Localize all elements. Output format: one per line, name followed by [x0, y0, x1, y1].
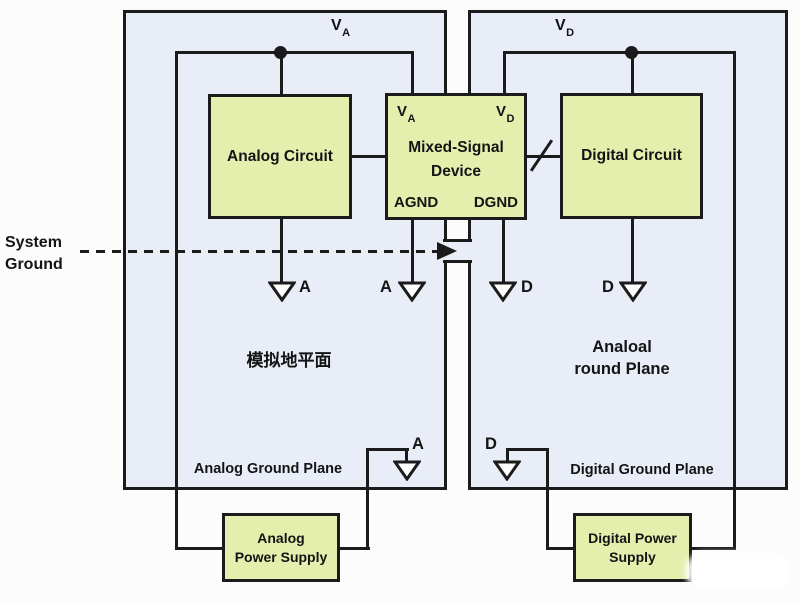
ground-ref-d: D: [521, 278, 533, 296]
analog-plane-center-label: 模拟地平面: [246, 351, 332, 370]
ground-ref-a: A: [380, 278, 392, 296]
wire-vd-to-device: [503, 51, 506, 96]
wire-digital-circuit-ground: [631, 219, 634, 282]
wire-vd-to-digital-circuit: [631, 51, 634, 96]
analog-power-supply-label: Analog Power Supply: [234, 529, 328, 565]
wire-digital-supply-ground-horizontal: [506, 448, 549, 451]
system-ground-label: System Ground: [5, 234, 63, 273]
ground-ref-a: A: [299, 278, 311, 296]
device-va-pin-label: VA: [397, 103, 416, 125]
wire-digital-supply-right: [690, 547, 736, 550]
device-vd-pin-label: VD: [496, 103, 515, 125]
device-name-label: Mixed-Signal Device: [408, 138, 504, 180]
ground-symbol-icon: [267, 281, 297, 303]
analog-plane-bottom-label: Analog Ground Plane: [193, 461, 343, 477]
wire-analog-supply-ground-stub: [405, 448, 408, 462]
system-ground-dashed-line: [80, 250, 437, 253]
system-ground-arrow-icon: [437, 242, 457, 260]
wire-analog-supply-right: [340, 547, 370, 550]
ground-ref-d: D: [602, 278, 614, 296]
wire-vd-rail: [503, 51, 736, 54]
analog-circuit-box: Analog Circuit: [208, 94, 352, 219]
digital-power-supply-box: Digital Power Supply: [573, 513, 692, 582]
digital-plane-bottom-label: Digital Ground Plane: [570, 462, 714, 478]
wire-analog-to-device: [350, 155, 388, 158]
device-agnd-pin-label: AGND: [394, 194, 439, 211]
wire-va-to-analog-circuit: [280, 51, 283, 96]
wire-device-to-digital: [525, 155, 563, 158]
digital-plane-center-label: Analoal round Plane: [574, 338, 670, 378]
vd-rail-label: VD: [555, 17, 575, 40]
wire-digital-supply-ground-riser: [546, 448, 549, 550]
digital-ground-plane: [468, 10, 788, 490]
wire-va-to-analog-supply: [175, 51, 178, 550]
wire-digital-supply-ground-stub: [506, 448, 509, 462]
wire-digital-supply-left: [546, 547, 576, 550]
wire-analog-supply-left: [175, 547, 225, 550]
analog-circuit-label: Analog Circuit: [227, 147, 333, 165]
ground-ref-a: A: [412, 435, 424, 453]
digital-power-supply-label: Digital Power Supply: [588, 529, 677, 565]
junction-dot-va: [274, 46, 287, 59]
ground-symbol-icon: [492, 460, 522, 482]
ground-symbol-icon: [392, 460, 422, 482]
wire-va-to-device: [411, 51, 414, 96]
wire-vd-to-digital-supply: [733, 51, 736, 550]
wire-analog-supply-ground-horizontal: [366, 448, 409, 451]
mixed-signal-device-box: VA VD Mixed-Signal Device AGND DGND: [385, 93, 527, 220]
digital-circuit-box: Digital Circuit: [560, 93, 703, 219]
ground-symbol-icon: [397, 281, 427, 303]
wire-analog-supply-ground-riser: [366, 448, 369, 550]
digital-circuit-label: Digital Circuit: [581, 147, 682, 164]
ground-symbol-icon: [618, 281, 648, 303]
analog-power-supply-box: Analog Power Supply: [222, 513, 340, 582]
va-rail-label: VA: [331, 17, 351, 40]
wire-va-rail: [175, 51, 414, 54]
wire-dgnd-pin: [502, 218, 505, 282]
ground-symbol-icon: [488, 281, 518, 303]
watermark-smudge: [685, 552, 790, 590]
junction-dot-vd: [625, 46, 638, 59]
device-dgnd-pin-label: DGND: [473, 194, 518, 211]
ground-ref-d: D: [485, 435, 497, 453]
